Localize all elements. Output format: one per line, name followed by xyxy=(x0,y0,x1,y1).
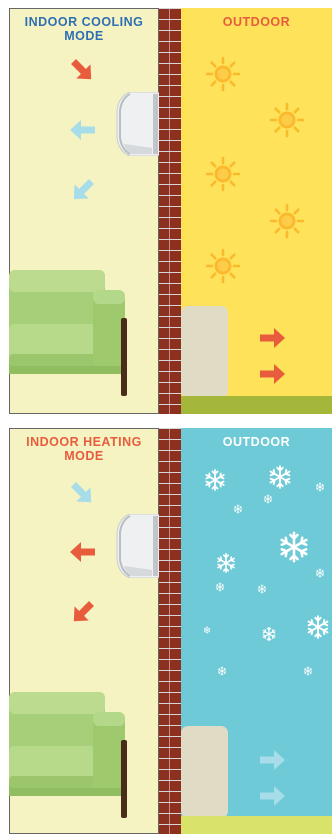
snowflake-icon xyxy=(233,504,243,514)
cool-arrow-icon xyxy=(257,784,287,808)
cooling-panel: INDOOR COOLING MODE OUTDOOR xyxy=(9,8,332,414)
snowflake-icon xyxy=(203,468,227,492)
outdoor-area xyxy=(181,428,332,834)
outdoor-area xyxy=(181,8,332,414)
outdoor-label: OUTDOOR xyxy=(181,435,332,449)
cool-arrow-icon xyxy=(68,178,98,202)
sun-icon xyxy=(205,156,241,192)
ground xyxy=(181,396,332,414)
cool-arrow-icon xyxy=(68,118,98,142)
sun-icon xyxy=(269,203,305,239)
sun-icon xyxy=(269,102,305,138)
warm-arrow-icon xyxy=(67,58,97,82)
snowflake-icon xyxy=(315,568,325,578)
indoor-cooling-label: INDOOR COOLING MODE xyxy=(9,15,159,43)
cool-arrow-icon xyxy=(257,748,287,772)
indoor-heating-label: INDOOR HEATING MODE xyxy=(9,435,159,463)
sofa-icon xyxy=(9,254,129,404)
snowflake-icon xyxy=(215,582,225,592)
air-conditioner-icon xyxy=(116,92,160,156)
warm-arrow-icon xyxy=(257,362,287,386)
outdoor-unit xyxy=(181,726,228,818)
warm-arrow-icon xyxy=(68,540,98,564)
snowflake-icon xyxy=(257,584,267,594)
heating-panel: INDOOR HEATING MODE xyxy=(9,428,332,834)
cool-arrow-icon xyxy=(67,481,97,505)
snowflake-icon xyxy=(277,530,311,564)
ground xyxy=(181,816,332,834)
snowflake-icon xyxy=(303,666,313,676)
snowflake-icon xyxy=(315,482,325,492)
air-conditioner-icon xyxy=(116,514,160,578)
snowflake-icon xyxy=(261,626,277,642)
sofa-icon xyxy=(9,676,129,826)
brick-wall xyxy=(159,428,181,834)
sun-icon xyxy=(205,248,241,284)
snowflake-icon xyxy=(215,552,237,574)
snowflake-icon xyxy=(217,666,227,676)
brick-wall xyxy=(159,8,181,414)
snowflake-icon xyxy=(203,626,211,634)
snowflake-icon xyxy=(305,614,331,640)
snowflake-icon xyxy=(263,494,273,504)
outdoor-label: OUTDOOR xyxy=(181,15,332,29)
warm-arrow-icon xyxy=(257,326,287,350)
outdoor-unit xyxy=(181,306,228,398)
snowflake-icon xyxy=(267,464,293,490)
warm-arrow-icon xyxy=(68,600,98,624)
sun-icon xyxy=(205,56,241,92)
